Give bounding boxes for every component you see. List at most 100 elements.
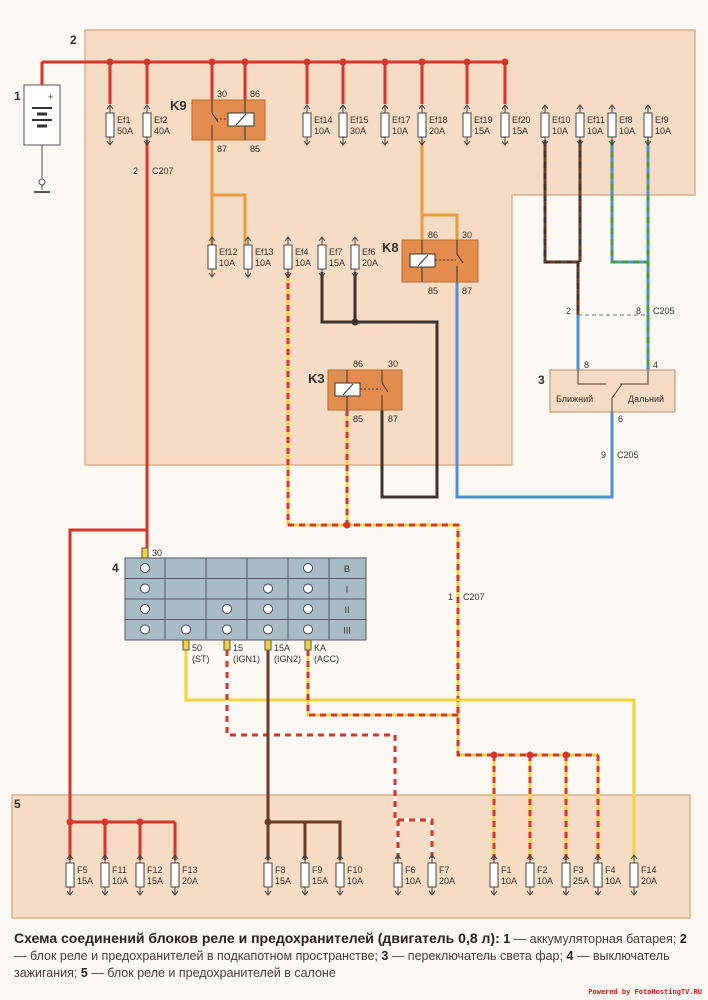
junction (526, 751, 534, 759)
wire (268, 820, 342, 860)
pin-label: 6 (618, 414, 623, 424)
fuse-name: F12 (147, 865, 163, 875)
junction (562, 751, 570, 759)
block-label-3: 3 (538, 373, 545, 387)
pin-label: 86 (250, 89, 260, 99)
contact-icon (303, 624, 313, 635)
relay-k3-label: K3 (308, 371, 325, 386)
connector-c205-label: C205 (653, 306, 675, 316)
ignition-terminal-name: (IGN1) (233, 654, 260, 664)
fuse-icon (65, 862, 75, 888)
fuse-name: F10 (347, 865, 363, 875)
pin-label: 85 (353, 414, 363, 424)
fuse-rating: 15A (275, 876, 291, 886)
caption-num: 4 (566, 949, 574, 963)
fuse-icon (135, 862, 145, 888)
ignition-terminal-number: 15A (274, 643, 290, 653)
pin-label: 30 (388, 359, 398, 369)
pin-label: 87 (388, 414, 398, 424)
fuse-rating: 15A (474, 126, 490, 136)
pin-label: 30 (462, 230, 472, 240)
ignition-terminal-name: (IGN2) (274, 654, 301, 664)
ignition-terminal-number: KA (314, 643, 326, 653)
fuse-name: F6 (405, 865, 416, 875)
wire (212, 193, 247, 245)
fuse-rating: 10A (655, 126, 671, 136)
fuse-name: F2 (537, 865, 548, 875)
junction (241, 58, 249, 66)
pin-label: 30 (152, 548, 162, 558)
fuse-name: Ef1 (117, 115, 131, 125)
connector-pin: 2 (566, 306, 571, 316)
connector-c207-label: C207 (152, 166, 174, 176)
fuse-name: Ef20 (512, 115, 531, 125)
fuse-rating: 10A (537, 876, 553, 886)
junction (501, 58, 509, 66)
junction (106, 58, 114, 66)
junction (136, 818, 144, 826)
fuse-name: F8 (275, 865, 286, 875)
fuse-name: F4 (605, 865, 616, 875)
fuse-name: F9 (312, 865, 323, 875)
fuse-icon (629, 862, 639, 888)
connector-c205-label: C205 (617, 450, 639, 460)
caption-text: — блок реле и предохранителей в салоне (87, 966, 336, 980)
junction (490, 751, 498, 759)
pin-label: 4 (653, 360, 658, 370)
junction (381, 58, 389, 66)
fuse-icon (335, 862, 345, 888)
high-beam-label: Дальний (628, 394, 664, 404)
contact-icon (263, 583, 273, 594)
fuse-rating: 10A (347, 876, 363, 886)
fuse-rating: 10A (605, 876, 621, 886)
wires (42, 58, 650, 860)
pin-label: 8 (584, 360, 589, 370)
fuse-rating: 25A (573, 876, 589, 886)
fuse-icon (302, 112, 312, 138)
fuse-icon (500, 112, 510, 138)
fuse-rating: 15A (512, 126, 528, 136)
fuse-name: Ef8 (619, 115, 633, 125)
ignition-terminal-name: (ST) (192, 654, 210, 664)
ignition-terminal-name: (ACC) (314, 654, 339, 664)
fuse-name: Ef13 (255, 247, 274, 257)
fuse-rating: 10A (112, 876, 128, 886)
fuse-name: Ef18 (429, 115, 448, 125)
figure-caption: Схема соединений блоков реле и предохран… (14, 930, 694, 982)
pin-label: 86 (353, 359, 363, 369)
pin-label: 87 (462, 286, 472, 296)
fuse-icon (207, 244, 217, 270)
low-beam-label: Ближний (556, 394, 593, 404)
block-label-2: 2 (70, 33, 77, 47)
contact-icon (140, 583, 150, 594)
fuse-rating: 10A (587, 126, 603, 136)
pin-label: 85 (250, 144, 260, 154)
caption-num: 5 (80, 966, 88, 980)
fuse-icon (525, 862, 535, 888)
fuse-icon (417, 112, 427, 138)
fuse-name: F11 (112, 865, 127, 875)
fuse-name: Ef12 (219, 247, 238, 257)
contact-icon (263, 624, 273, 635)
pin-label: 87 (217, 144, 227, 154)
fuse-rating: 40A (154, 126, 170, 136)
wire (320, 272, 439, 499)
fuse-rating: 15A (147, 876, 163, 886)
block-label-1: 1 (14, 89, 21, 103)
fuse-icon (350, 244, 360, 270)
junction (351, 318, 359, 326)
contact-icon (222, 624, 232, 635)
